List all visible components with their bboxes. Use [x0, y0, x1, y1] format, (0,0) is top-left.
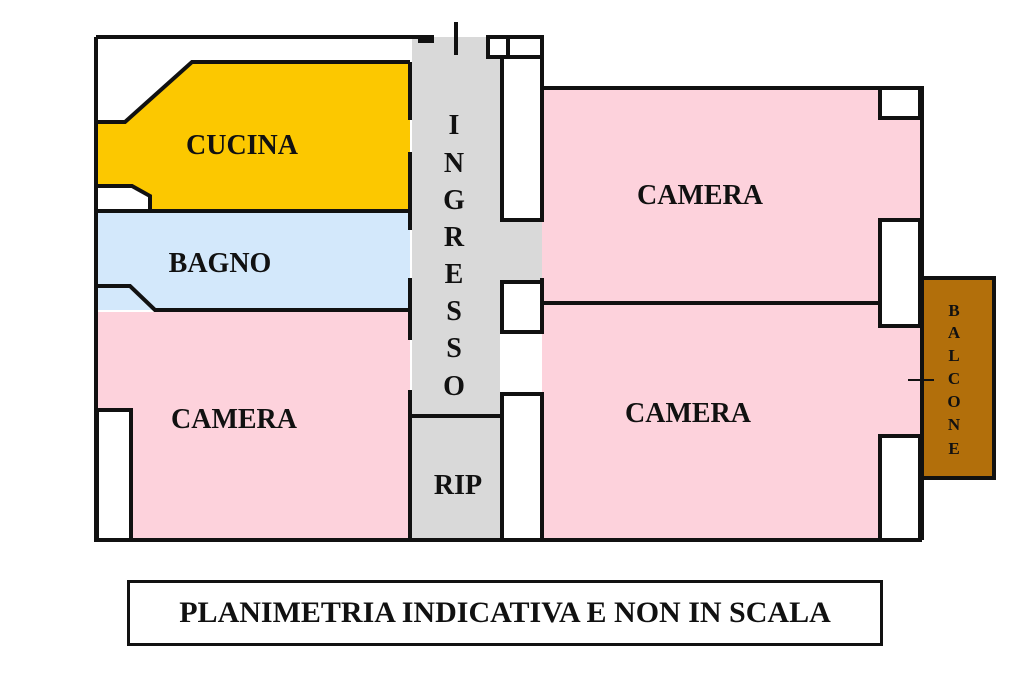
balcony-outline	[920, 276, 996, 480]
pillar	[878, 218, 922, 328]
balcone-letter: O	[947, 392, 960, 411]
ingresso-letter: G	[443, 185, 465, 216]
balcony-area	[922, 278, 994, 478]
floor-plan: CUCINA BAGNO CAMERA RIP CAMERA CAMERA I …	[94, 22, 996, 542]
label-camera-bottom-right: CAMERA	[625, 398, 752, 429]
balcone-letter: L	[948, 346, 959, 365]
pillar	[500, 55, 544, 222]
label-ingresso: I N G R E S S O	[443, 110, 465, 402]
bedroom-bottom-right-area	[542, 304, 920, 540]
pillar	[500, 280, 544, 334]
caption-text: PLANIMETRIA INDICATIVA E NON IN SCALA	[179, 596, 831, 629]
balcone-letter: N	[948, 415, 961, 434]
bedroom-top-right-area	[542, 88, 920, 302]
ingresso-letter: I	[449, 110, 460, 141]
label-camera-top-right: CAMERA	[637, 180, 764, 211]
rip-area	[412, 416, 504, 540]
balcone-letter: A	[948, 323, 961, 342]
ingresso-letter: S	[446, 296, 462, 327]
ingresso-letter: N	[444, 148, 464, 179]
pillar	[878, 86, 922, 120]
pillar	[418, 35, 434, 43]
pillar	[95, 408, 133, 542]
ingresso-letter: E	[445, 259, 464, 290]
kitchen-wall	[97, 60, 410, 124]
balcone-letter: E	[948, 439, 959, 458]
pillars	[95, 35, 922, 542]
label-balcone: B A L C O N E	[947, 301, 960, 458]
balcone-letter: B	[948, 301, 959, 320]
kitchen-niche	[97, 184, 152, 210]
bedroom-left-area	[97, 312, 410, 540]
kitchen-area	[97, 62, 410, 210]
ingresso-letter: R	[444, 222, 465, 253]
pillar	[500, 392, 544, 542]
label-rip: RIP	[434, 470, 482, 501]
label-camera-left: CAMERA	[171, 404, 298, 435]
label-bagno: BAGNO	[169, 248, 272, 279]
label-cucina: CUCINA	[186, 130, 299, 161]
pillar	[486, 35, 510, 59]
bathroom-area	[97, 212, 410, 310]
ingresso-letter: O	[443, 371, 465, 402]
ingresso-letter: S	[446, 333, 462, 364]
pillar	[878, 434, 922, 542]
caption-box: PLANIMETRIA INDICATIVA E NON IN SCALA	[127, 580, 883, 646]
bath-bedroom-wall	[97, 284, 410, 312]
balcone-letter: C	[948, 369, 960, 388]
